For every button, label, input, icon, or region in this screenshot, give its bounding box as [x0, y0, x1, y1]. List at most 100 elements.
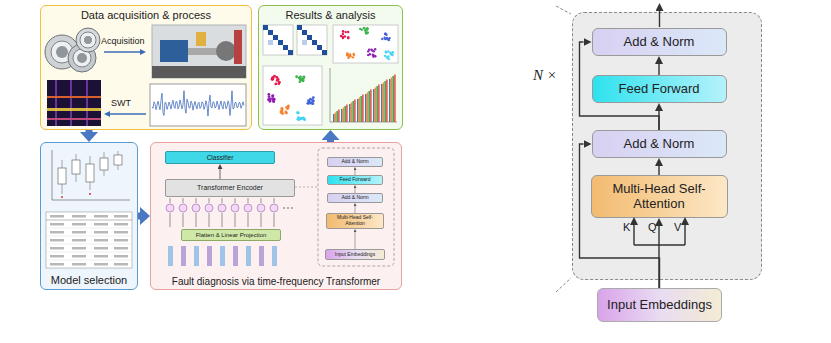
spectrogram: [47, 118, 101, 120]
bar-chart: [378, 85, 380, 123]
results-table: [72, 263, 86, 266]
token-sequence: [166, 198, 293, 266]
confusion-matrix: [317, 45, 322, 50]
layer-box: Add & Norm: [592, 28, 727, 56]
spectrogram: [47, 80, 101, 126]
cluster-plot: [310, 102, 313, 105]
panel-title: Results & analysis: [286, 9, 376, 22]
confusion-matrix: [297, 25, 327, 55]
bar-chart: [383, 83, 385, 123]
cluster-plot: [387, 58, 389, 60]
cluster-plot: [298, 118, 301, 121]
cluster-plot: [272, 100, 275, 103]
cluster-plot: [346, 53, 348, 55]
token-sequence: [261, 213, 262, 227]
cluster-plot: [384, 55, 386, 57]
box-plot: [72, 160, 80, 174]
token-sequence: [248, 213, 249, 227]
cluster-plot: [347, 37, 349, 39]
cluster-plot: [386, 38, 388, 40]
bar-chart: [368, 91, 370, 122]
bar-chart: [386, 80, 388, 123]
cluster-plot: [371, 49, 373, 51]
cluster-plot: [302, 79, 305, 82]
encoder-layer-group: N ×Add & NormFeed ForwardAdd & NormMulti…: [572, 12, 762, 280]
stage-arrow: [86, 130, 93, 132]
encoder-zoom: [295, 148, 394, 266]
cluster-plot: [385, 51, 387, 53]
cluster-plot: [276, 79, 279, 82]
residual-connection: [580, 144, 660, 288]
cluster-plot: [349, 55, 351, 57]
acquisition-arrow: [104, 51, 140, 53]
cluster-plot: [367, 31, 369, 33]
token-sequence: [233, 246, 238, 266]
bar-chart: [365, 94, 367, 122]
token-sequence: [183, 198, 184, 203]
box-plot: [76, 154, 77, 182]
cluster-plot: [346, 52, 348, 54]
cluster-plot: [300, 78, 303, 81]
layer-box: Add & Norm: [592, 130, 727, 158]
cluster-plot: [387, 55, 389, 57]
test-rig-photo: [160, 40, 188, 62]
box-label: Add & Norm: [341, 159, 368, 165]
cluster-plot: [311, 99, 314, 102]
results-table: [94, 239, 108, 242]
cluster-plot: [271, 76, 274, 79]
bearing-illustration: [84, 36, 92, 44]
cluster-plot: [273, 75, 276, 78]
bar-chart: [376, 86, 378, 122]
cluster-plot: [303, 117, 306, 120]
bearing-illustration: [80, 32, 96, 48]
results-table: [72, 223, 86, 226]
bar-chart: [333, 114, 335, 122]
cluster-plot: [272, 97, 275, 100]
bearing-illustration: [45, 35, 79, 69]
confusion-matrix: [302, 30, 307, 35]
box-plot: [114, 155, 122, 165]
vibration-signal: [150, 84, 246, 126]
box-plot: [52, 150, 130, 200]
bar-chart: [341, 109, 343, 122]
results-table: [94, 215, 108, 218]
confusion-matrix: [312, 40, 317, 45]
spectrogram: [47, 96, 101, 98]
flow-arrow: [658, 64, 659, 75]
results-table: [50, 223, 64, 226]
confusion-matrix: [263, 25, 327, 55]
results-table: [46, 244, 132, 245]
token-sequence: [270, 204, 278, 212]
bearing-illustration: [77, 53, 87, 63]
results-table: [94, 223, 108, 226]
results-table: [114, 255, 128, 258]
cluster-plot: [342, 30, 344, 32]
cluster-plot: [299, 118, 302, 121]
bar-chart: [373, 89, 375, 122]
confusion-matrix: [263, 25, 268, 30]
box-label: Add & Norm: [624, 137, 695, 152]
cluster-plot: [307, 99, 310, 102]
token-sequence: [170, 213, 171, 227]
cluster-plot: [369, 53, 371, 55]
cluster-plot: [269, 100, 272, 103]
bar-chart: [362, 95, 364, 123]
token-sequence: [272, 246, 277, 266]
results-table: [94, 263, 108, 266]
cluster-plot: [349, 53, 351, 55]
cluster-plot: [284, 111, 287, 114]
cluster-plot: [365, 31, 367, 33]
cluster-plot: [367, 54, 369, 56]
box-label: Transformer Encoder: [197, 184, 263, 192]
token-sequence: [166, 204, 174, 212]
stage-arrow: [138, 213, 140, 220]
token-sequence: [168, 246, 173, 266]
test-rig-photo: [234, 30, 242, 64]
panel-title: Fault diagnosis via time-frequency Trans…: [172, 276, 380, 288]
results-table: [72, 247, 86, 250]
bar-chart: [330, 68, 397, 122]
bar-chart: [346, 105, 348, 123]
cluster-plot: [280, 111, 283, 114]
stage-panel: Fault diagnosis via time-frequency Trans…: [150, 142, 402, 290]
box-label: Feed Forward: [619, 82, 700, 97]
